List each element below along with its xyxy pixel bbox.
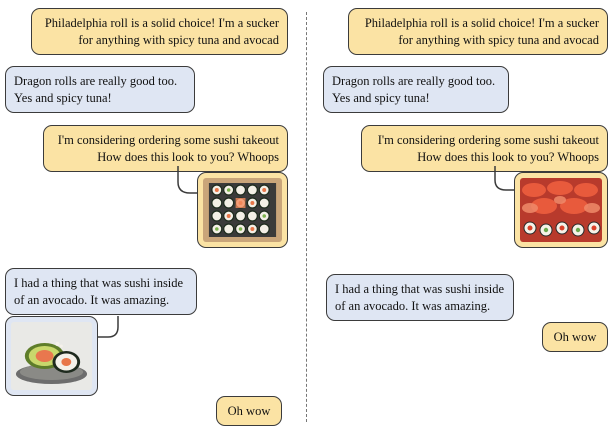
- friend-message: Dragon rolls are really good too. Yes an…: [323, 66, 509, 113]
- chat-panel-left: Philadelphia roll is a solid choice! I'm…: [0, 0, 300, 432]
- sushi-box-image: [203, 178, 282, 242]
- panel-divider: [306, 12, 307, 422]
- chat-panel-right: Philadelphia roll is a solid choice! I'm…: [314, 0, 614, 432]
- friend-message: Dragon rolls are really good too. Yes an…: [5, 66, 195, 113]
- user-message: I'm considering ordering some sushi take…: [361, 125, 608, 172]
- user-message: Philadelphia roll is a solid choice! I'm…: [31, 8, 288, 55]
- sushi-box-photo[interactable]: [197, 172, 288, 248]
- user-message: Oh wow: [542, 322, 608, 352]
- friend-message: I had a thing that was sushi inside of a…: [326, 274, 514, 321]
- friend-message: I had a thing that was sushi inside of a…: [5, 268, 197, 315]
- image-connector: [98, 166, 198, 338]
- avocado-sushi-photo[interactable]: [5, 316, 98, 396]
- user-message: Philadelphia roll is a solid choice! I'm…: [348, 8, 608, 55]
- user-message: Oh wow: [216, 396, 282, 426]
- image-connector: [494, 166, 515, 191]
- sashimi-platter-photo[interactable]: [514, 172, 608, 248]
- avocado-sushi-image: [11, 322, 92, 390]
- sashimi-platter-image: [520, 178, 602, 242]
- user-message: I'm considering ordering some sushi take…: [43, 125, 288, 172]
